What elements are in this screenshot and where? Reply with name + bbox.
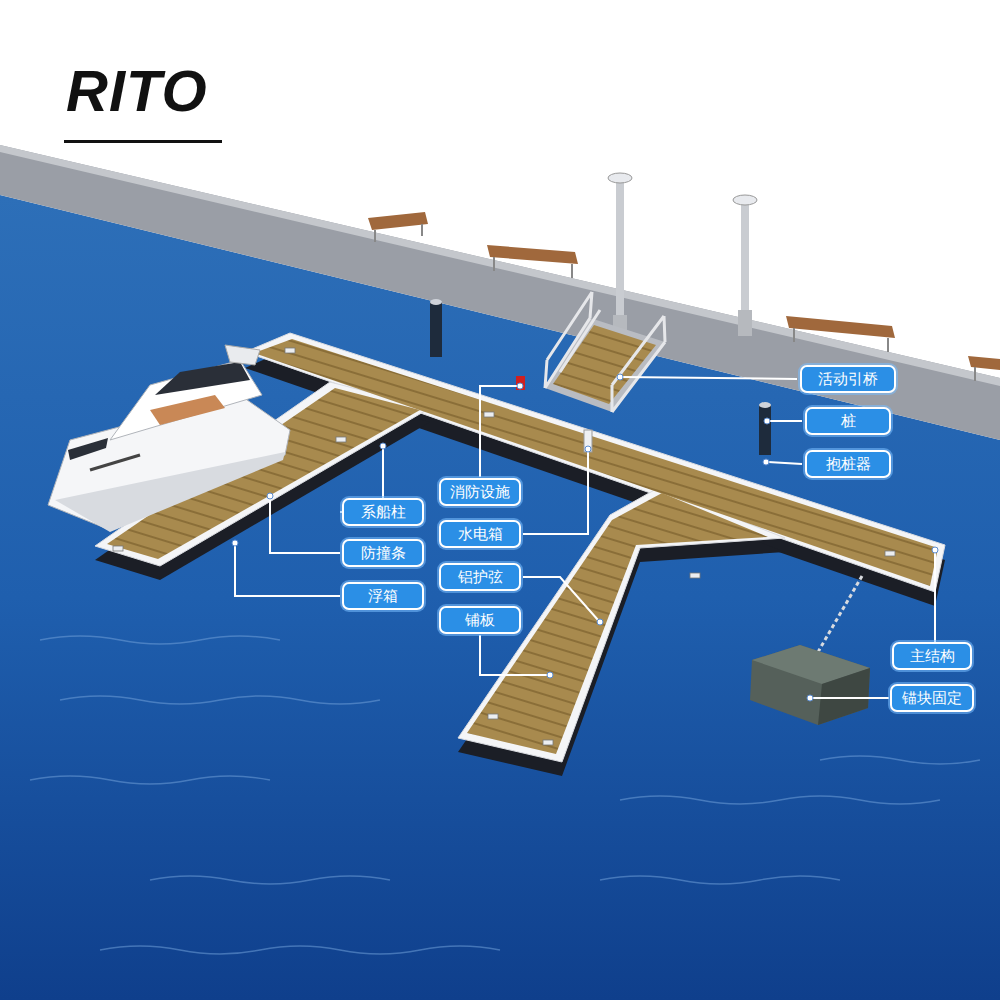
callout-box: 抱桩器 xyxy=(805,450,891,478)
callout-label: 锚块固定 xyxy=(902,689,962,707)
callout-box: 浮箱 xyxy=(342,582,424,610)
callout-label: 抱桩器 xyxy=(826,455,871,473)
callout-box: 桩 xyxy=(805,407,891,435)
callout-label: 桩 xyxy=(841,412,856,430)
callout-label: 消防设施 xyxy=(450,483,510,501)
callout-box: 主结构 xyxy=(892,642,972,670)
callout-box: 消防设施 xyxy=(439,478,521,506)
callout-box: 活动引桥 xyxy=(800,365,896,393)
callout-label: 系船柱 xyxy=(361,503,406,521)
callout-box: 系船柱 xyxy=(342,498,424,526)
callout-box: 防撞条 xyxy=(342,539,424,567)
callout-label: 活动引桥 xyxy=(818,370,878,388)
callout-label: 铝护弦 xyxy=(458,568,503,586)
callout-box: 锚块固定 xyxy=(890,684,974,712)
leader-lines xyxy=(235,377,935,698)
callout-box: 水电箱 xyxy=(439,520,521,548)
callout-box: 铺板 xyxy=(439,606,521,634)
callout-label: 铺板 xyxy=(465,611,495,629)
callout-label: 浮箱 xyxy=(368,587,398,605)
brand-title: RITO xyxy=(66,62,208,120)
callout-box: 铝护弦 xyxy=(439,563,521,591)
callout-label: 主结构 xyxy=(910,647,955,665)
callout-label: 防撞条 xyxy=(361,544,406,562)
callout-label: 水电箱 xyxy=(458,525,503,543)
